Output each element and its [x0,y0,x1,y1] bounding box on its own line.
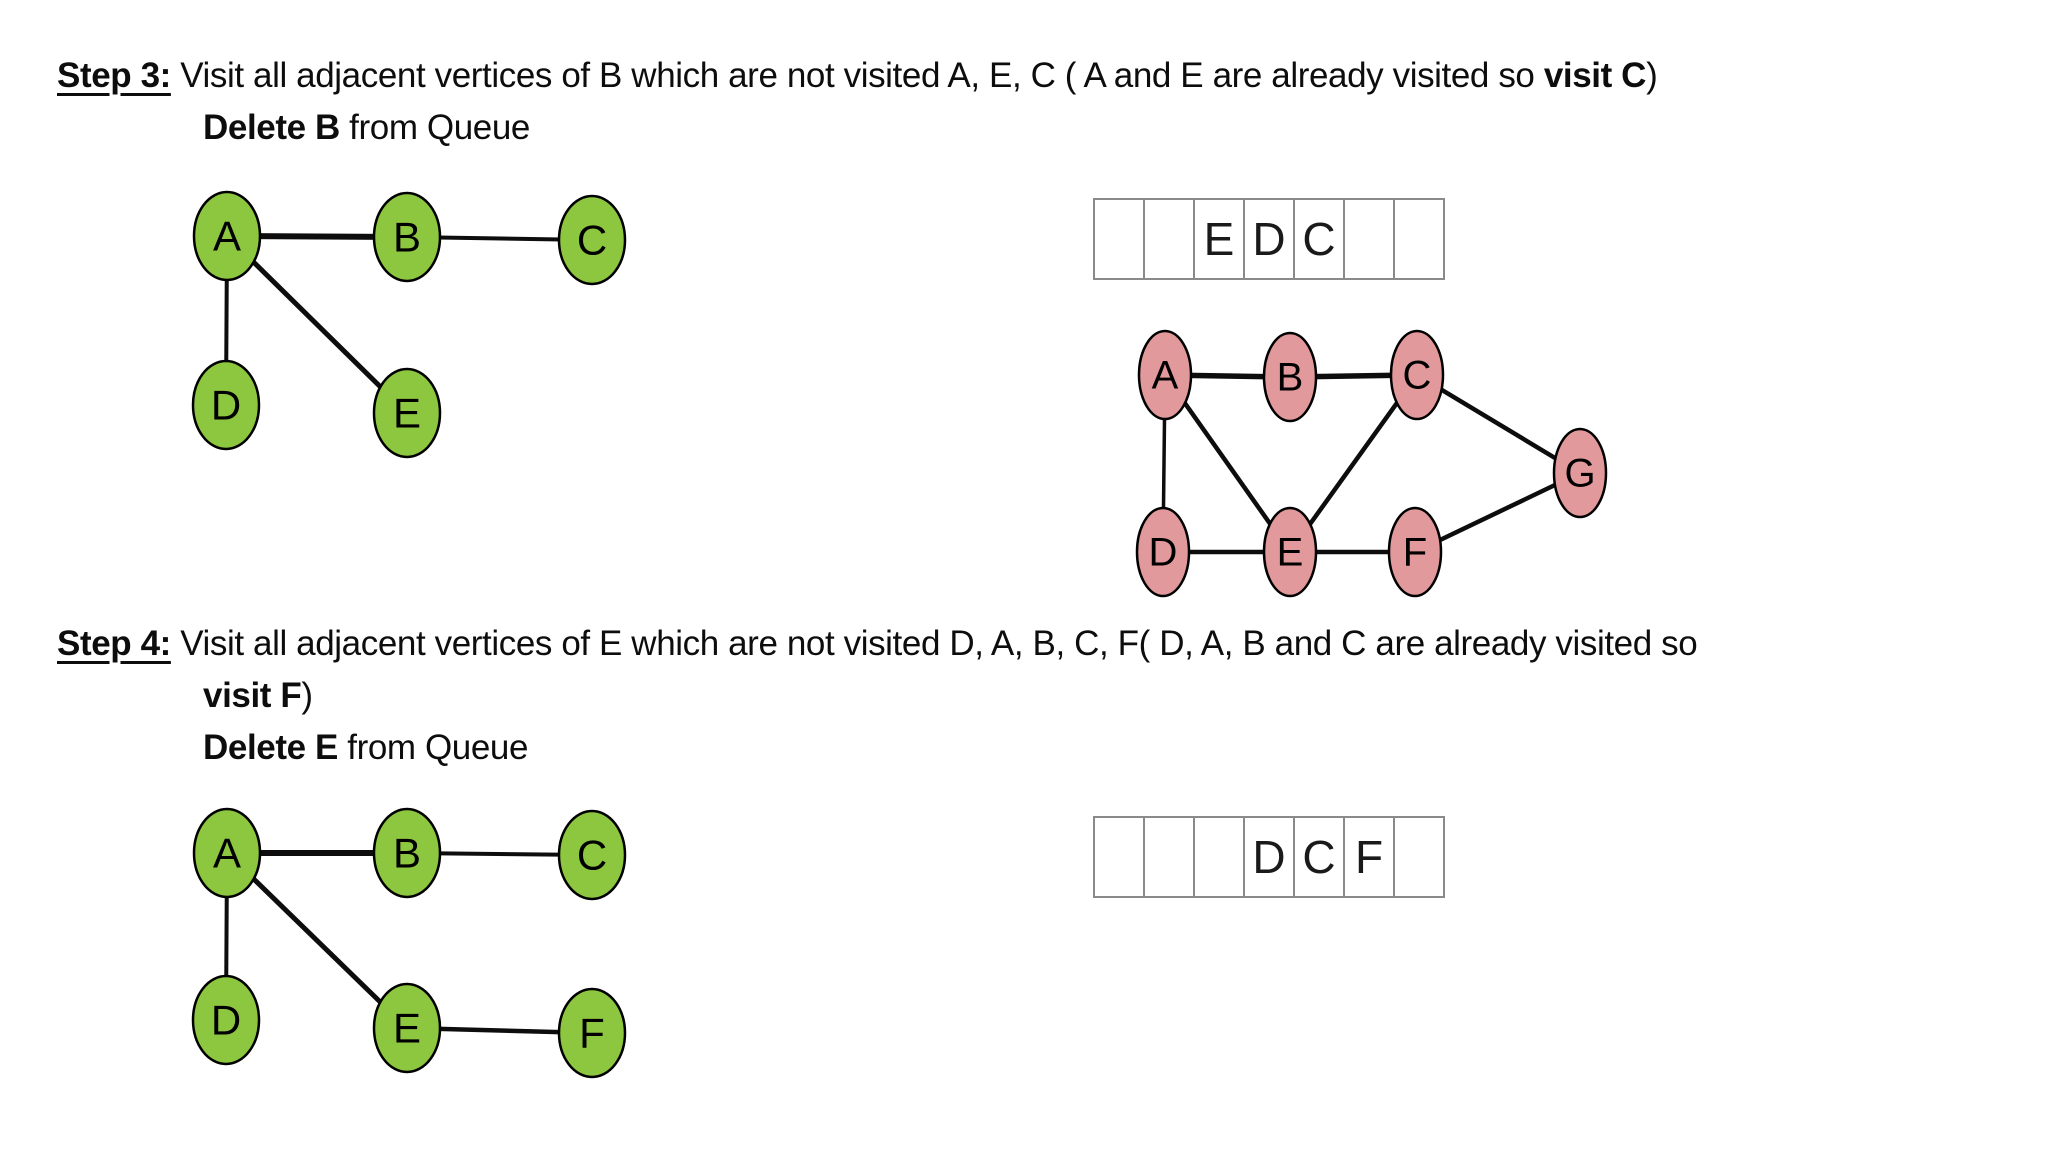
node-circle-B [1262,331,1318,423]
node-label-A: A [213,212,241,259]
node-circle-A [192,807,262,899]
node-circle-D [1135,506,1191,598]
step3-delete-line: Delete B from Queue [57,102,1657,154]
queue-cell-empty [1393,816,1445,898]
queue-cell-filled: F [1343,816,1395,898]
edge-E-C [1288,373,1419,554]
queue-cell-filled: D [1243,816,1295,898]
step3-heading-bold: visit C [1543,56,1647,95]
queue-cell-filled: E [1193,198,1245,280]
node-circle-C [1389,329,1445,421]
node-circle-F [557,987,627,1079]
step4-text-block: Step 4: Visit all adjacent vertices of E… [57,618,1698,774]
node-label-E: E [393,389,421,436]
queue-cell-empty [1143,198,1195,280]
queue-cell-empty [1093,198,1145,280]
node-circle-E [372,982,442,1074]
step4-heading-text: Visit all adjacent vertices of E which a… [170,624,1698,663]
node-circle-E [372,367,442,459]
node-F: F [1387,506,1443,598]
step3-visited-graph: A B C D E [191,190,627,459]
node-circle-D [191,359,261,451]
step3-heading-text: Visit all adjacent vertices of B which a… [170,56,1544,95]
node-label-G: G [1564,452,1595,496]
node-E: E [372,367,442,459]
step4-label: Step 4: [57,624,171,663]
node-A: A [192,807,262,899]
node-label-E: E [393,1004,421,1051]
node-C: C [557,194,627,286]
node-label-B: B [393,213,421,260]
queue-cell-filled: C [1293,816,1345,898]
step3-delete-rest: from Queue [339,108,530,147]
node-C: C [1389,329,1445,421]
node-circle-B [372,807,442,899]
node-F: F [557,987,627,1079]
node-A: A [192,190,262,282]
node-label-E: E [1277,531,1304,575]
step4-delete-line: Delete E from Queue [57,722,1697,774]
node-label-A: A [1152,354,1179,398]
node-circle-C [557,809,627,901]
node-label-C: C [1403,354,1432,398]
step3-heading: Step 3: Visit all adjacent vertices of B… [57,50,1658,102]
node-circle-D [191,974,261,1066]
full-graph: A B C G D E F [1135,329,1608,598]
edge-F-G [1414,470,1581,555]
node-circle-C [557,194,627,286]
step3-delete-bold: Delete B [203,108,340,147]
node-circle-A [192,190,262,282]
queue-cell-empty [1393,198,1445,280]
step3-label: Step 3: [57,56,171,95]
edge-A-E [225,234,409,415]
node-D: D [191,974,261,1066]
queue-cell-empty [1093,816,1145,898]
queue-cell-empty [1143,816,1195,898]
node-label-D: D [211,996,241,1043]
node-label-C: C [577,831,607,878]
step4-delete-bold: Delete E [203,728,338,767]
node-B: B [372,807,442,899]
node-label-F: F [579,1009,605,1056]
queue-cell-filled: C [1293,198,1345,280]
node-E: E [372,982,442,1074]
node-D: D [191,359,261,451]
node-A: A [1137,329,1193,421]
queue-cell-empty [1343,198,1395,280]
step4-visit-line: visit F) [57,670,1697,722]
node-circle-G [1552,427,1608,519]
edge-C-G [1415,373,1582,475]
node-label-F: F [1403,531,1427,575]
step3-text-block: Step 3: Visit all adjacent vertices of B… [57,50,1658,154]
node-label-B: B [393,829,421,876]
node-G: G [1552,427,1608,519]
node-E: E [1262,506,1318,598]
step4-visited-graph: A B C D E F [191,807,627,1079]
node-C: C [557,809,627,901]
queue-cell-filled: D [1243,198,1295,280]
step4-visit-suffix: ) [301,676,313,715]
step4-delete-rest: from Queue [337,728,529,767]
step4-heading: Step 4: Visit all adjacent vertices of E… [57,618,1698,670]
node-B: B [1262,331,1318,423]
node-circle-F [1387,506,1443,598]
edge-A-E [225,851,409,1030]
node-B: B [372,191,442,283]
node-circle-B [372,191,442,283]
node-circle-E [1262,506,1318,598]
step4-visit-bold: visit F [203,676,302,715]
node-label-A: A [213,829,241,876]
node-label-D: D [1149,531,1178,575]
node-label-D: D [211,381,241,428]
node-label-B: B [1277,356,1304,400]
node-label-C: C [577,216,607,263]
queue-cell-empty [1193,816,1245,898]
node-circle-A [1137,329,1193,421]
edge-A-E [1163,373,1292,554]
node-D: D [1135,506,1191,598]
step3-heading-suffix: ) [1646,56,1658,95]
